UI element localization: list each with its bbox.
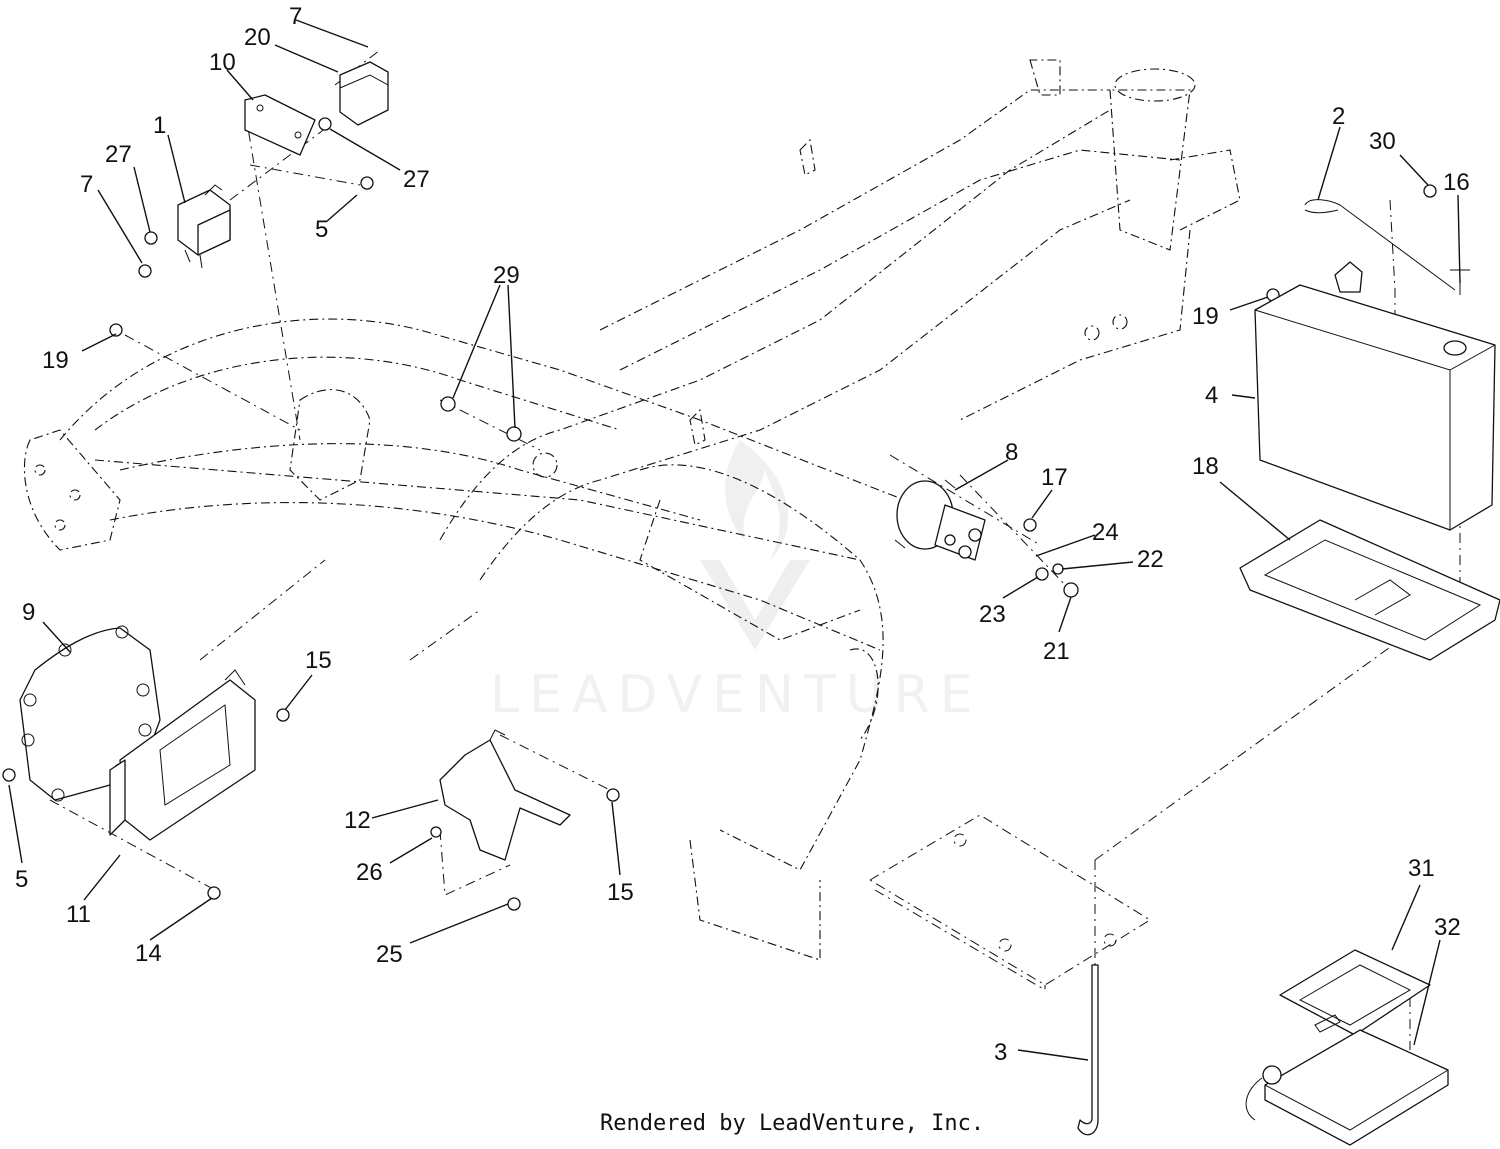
leader-lines — [8, 19, 1461, 1061]
callout-9: 9 — [22, 599, 35, 626]
callout-7-left: 7 — [80, 171, 93, 198]
assembly-lines — [49, 49, 1461, 1050]
callout-8: 8 — [1005, 439, 1018, 466]
bracket-part-12 — [439, 729, 571, 861]
footer-credit: Rendered by LeadVenture, Inc. — [600, 1111, 985, 1136]
callout-32: 32 — [1434, 914, 1461, 941]
callout-labels: 1 2 3 4 5 5 7 7 8 9 10 11 12 14 15 15 16… — [15, 3, 1470, 1066]
callout-27-right: 27 — [403, 166, 430, 193]
callout-16: 16 — [1443, 169, 1470, 196]
callout-12: 12 — [344, 807, 371, 834]
callout-30: 30 — [1369, 128, 1396, 155]
mower-frame — [23, 59, 1241, 961]
pad-part-32 — [1245, 1029, 1449, 1146]
tray-part-18 — [1239, 519, 1500, 661]
relay-part-20 — [339, 61, 389, 126]
callout-18: 18 — [1192, 453, 1219, 480]
watermark-text: LEADVENTURE — [490, 665, 983, 725]
callout-24: 24 — [1092, 519, 1119, 546]
callout-2: 2 — [1332, 103, 1345, 130]
callout-31: 31 — [1408, 855, 1435, 882]
battery-part-4 — [1254, 261, 1496, 531]
relay-part-1 — [177, 184, 231, 269]
callout-7-top: 7 — [289, 3, 302, 30]
callout-14: 14 — [135, 940, 162, 967]
callout-11: 11 — [66, 901, 91, 928]
callout-20: 20 — [244, 24, 271, 51]
callout-29: 29 — [493, 262, 520, 289]
plate-part-11 — [109, 669, 256, 841]
callout-10: 10 — [209, 49, 236, 76]
callout-19-right: 19 — [1192, 303, 1219, 330]
rod-part-3 — [1077, 964, 1099, 1136]
bracket-part-10 — [244, 94, 316, 156]
callout-5-upper: 5 — [315, 216, 328, 243]
callout-22: 22 — [1137, 546, 1164, 573]
callout-26: 26 — [356, 859, 383, 886]
callout-5-lower: 5 — [15, 866, 28, 893]
callout-27-left: 27 — [105, 141, 132, 168]
solenoid-part-8 — [894, 479, 986, 561]
callout-25: 25 — [376, 941, 403, 968]
callout-17: 17 — [1041, 464, 1068, 491]
callout-1: 1 — [153, 112, 166, 139]
callout-15-lower: 15 — [607, 879, 634, 906]
callout-19-left: 19 — [42, 347, 69, 374]
callout-15-upper: 15 — [305, 647, 332, 674]
watermark-logo: LEADVENTURE — [490, 440, 983, 725]
callout-4: 4 — [1205, 382, 1218, 409]
callout-21: 21 — [1043, 638, 1070, 665]
tray-mount-plate — [869, 814, 1151, 991]
callout-23: 23 — [979, 601, 1006, 628]
callout-3: 3 — [994, 1039, 1007, 1066]
rod-part-2 — [1304, 199, 1456, 291]
decal-part-31 — [1279, 949, 1431, 1036]
